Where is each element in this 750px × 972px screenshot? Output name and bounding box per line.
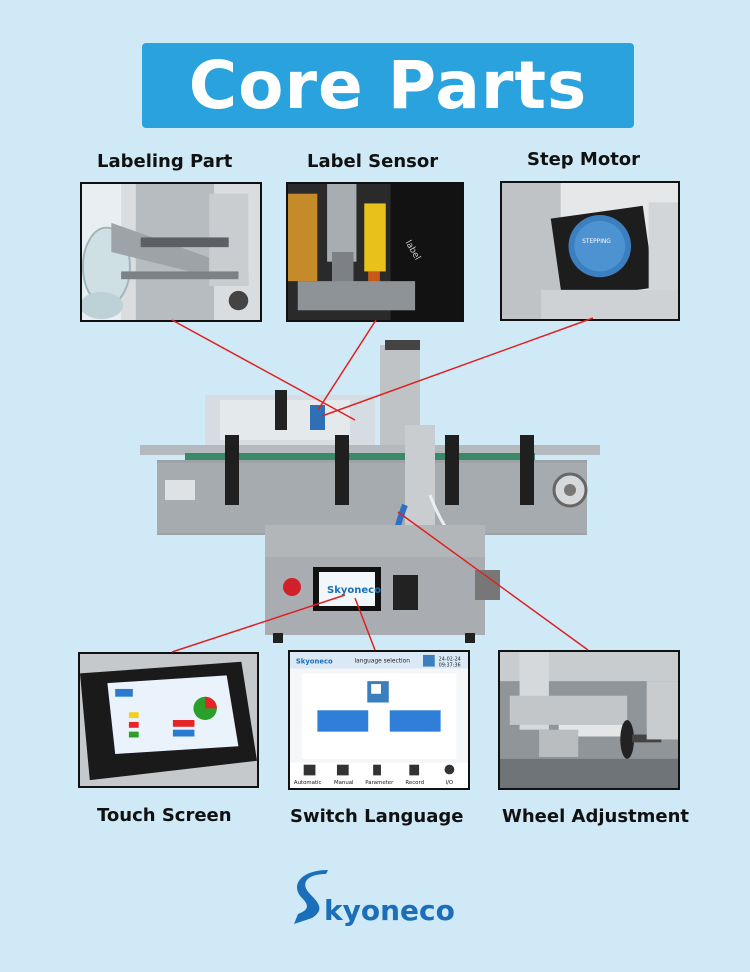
- language-button-1[interactable]: [317, 710, 369, 732]
- screen-header-brand: Skyoneco: [296, 658, 333, 666]
- title-banner: Core Parts: [142, 43, 634, 128]
- page-title: Core Parts: [188, 47, 588, 124]
- callout-line-label-sensor: [317, 319, 377, 411]
- logo-wordmark: kyoneco: [324, 894, 455, 927]
- nav-io[interactable]: I/O: [446, 780, 454, 786]
- label-wheel-adjustment: Wheel Adjustment: [502, 806, 690, 827]
- labeling-part-photo: [80, 182, 262, 322]
- brand-logo: kyoneco: [294, 870, 455, 927]
- label-touch-screen: Touch Screen: [97, 805, 232, 826]
- label-label-sensor: Label Sensor: [307, 151, 439, 172]
- machine-screen-brand: Skyoneco: [327, 585, 381, 596]
- svg-text:STEPPING: STEPPING: [582, 239, 611, 245]
- automatic-icon: [303, 764, 316, 776]
- label-step-motor: Step Motor: [527, 149, 641, 170]
- callout-line-wheel-adjustment: [397, 511, 589, 651]
- language-button-2[interactable]: [389, 710, 441, 732]
- callout-line-labeling-part: [171, 319, 356, 421]
- manual-icon: [336, 764, 349, 776]
- label-labeling-part: Labeling Part: [97, 151, 233, 172]
- screen-header-title: language selection: [355, 659, 411, 665]
- label-sensor-photo: label: [286, 182, 464, 322]
- callout-line-touch-screen: [171, 594, 346, 653]
- parameter-icon: [373, 764, 381, 776]
- labeling-machine-image: Skyoneco: [140, 340, 600, 643]
- nav-parameter[interactable]: Parameter: [365, 780, 394, 786]
- screen-date: 24-02-24: [439, 657, 461, 663]
- screen-time: 09:37:36: [439, 663, 461, 669]
- callout-line-switch-language: [354, 597, 376, 651]
- label-switch-language: Switch Language: [290, 806, 464, 827]
- logo-s-mark: [294, 870, 328, 924]
- record-icon: [409, 764, 420, 776]
- touch-screen-photo: [78, 652, 259, 788]
- wheel-adjustment-photo: [498, 650, 680, 790]
- io-icon: [444, 764, 455, 775]
- nav-record[interactable]: Record: [405, 780, 424, 786]
- switch-language-screen: Skyoneco language selection 24-02-24 09:…: [288, 650, 470, 790]
- step-motor-photo: STEPPING: [500, 181, 680, 321]
- nav-manual[interactable]: Manual: [334, 780, 354, 786]
- nav-automatic[interactable]: Automatic: [294, 780, 322, 786]
- callout-line-step-motor: [321, 317, 594, 417]
